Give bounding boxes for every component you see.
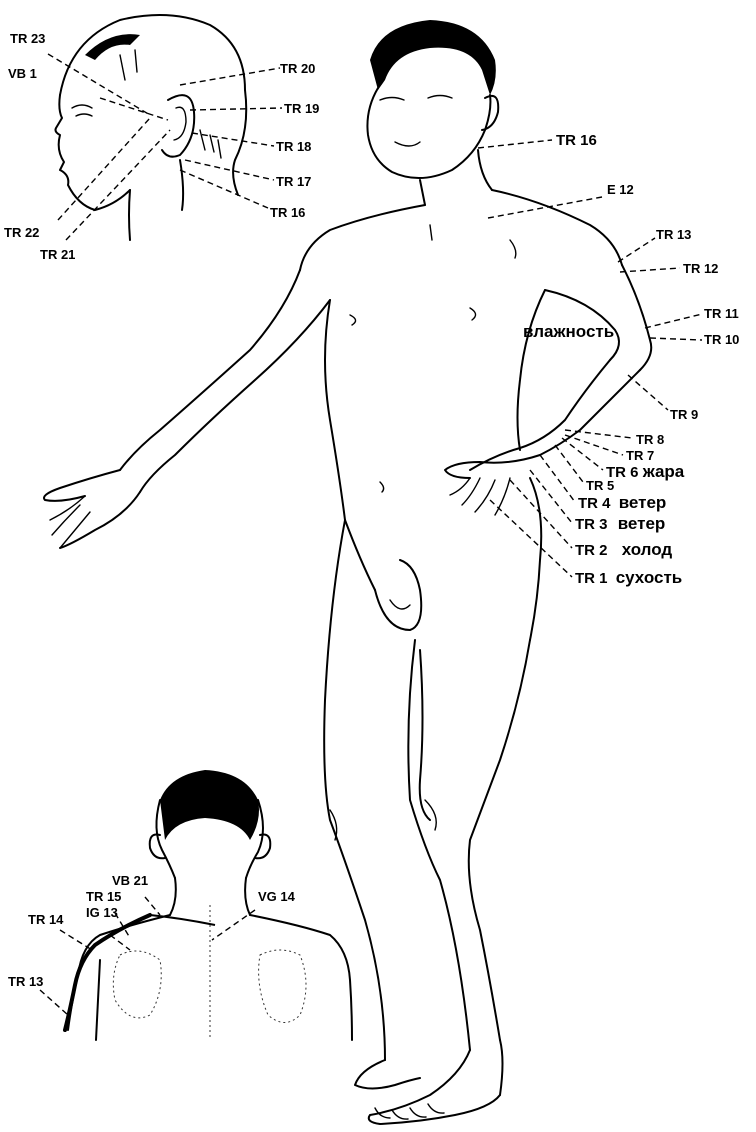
label-back-vb21: VB 21	[112, 874, 148, 887]
label-body-tr16: TR 16	[556, 133, 597, 148]
label-body-tr3: TR 3 ветер	[575, 515, 665, 532]
label-body-tr5: TR 5	[586, 479, 614, 492]
label-body-tr8: TR 8	[636, 433, 664, 446]
label-back-ig13: IG 13	[86, 906, 118, 919]
label-body-tr3-code: TR 3	[575, 516, 608, 533]
label-veter-3: ветер	[618, 514, 666, 533]
head-profile-inset	[48, 15, 282, 240]
label-vlazhnost: влажность	[523, 323, 614, 340]
label-head-tr20: TR 20	[280, 62, 315, 75]
label-body-tr1: TR 1 сухость	[575, 569, 682, 586]
label-head-tr17: TR 17	[276, 175, 311, 188]
label-head-vb1: VB 1	[8, 67, 37, 80]
label-body-tr7: TR 7	[626, 449, 654, 462]
label-body-tr9: TR 9	[670, 408, 698, 421]
label-body-tr1-code: TR 1	[575, 570, 608, 587]
label-suhost: сухость	[616, 568, 683, 587]
label-back-tr13: TR 13	[8, 975, 43, 988]
label-body-tr4-code: TR 4	[578, 495, 611, 512]
label-body-tr11: TR 11	[704, 307, 739, 320]
label-head-tr18: TR 18	[276, 140, 311, 153]
label-back-tr15: TR 15	[86, 890, 121, 903]
label-body-tr13: TR 13	[656, 228, 691, 241]
label-head-tr23: TR 23	[10, 32, 45, 45]
label-back-tr14: TR 14	[28, 913, 63, 926]
label-holod: холод	[622, 540, 673, 559]
label-head-tr19: TR 19	[284, 102, 319, 115]
label-back-vg14: VG 14	[258, 890, 295, 903]
label-head-tr16: TR 16	[270, 206, 305, 219]
label-zhara: жара	[643, 462, 685, 481]
label-body-tr4: TR 4 ветер	[578, 494, 666, 511]
label-body-e12: E 12	[607, 183, 634, 196]
label-body-tr6: TR 6 жара	[606, 463, 684, 480]
label-body-tr2-code: TR 2	[575, 542, 608, 559]
label-head-tr21: TR 21	[40, 248, 75, 261]
label-body-tr10: TR 10	[704, 333, 739, 346]
label-head-tr22: TR 22	[4, 226, 39, 239]
label-veter-4: ветер	[619, 493, 667, 512]
label-body-tr12: TR 12	[683, 262, 718, 275]
label-body-tr2: TR 2 холод	[575, 541, 672, 558]
